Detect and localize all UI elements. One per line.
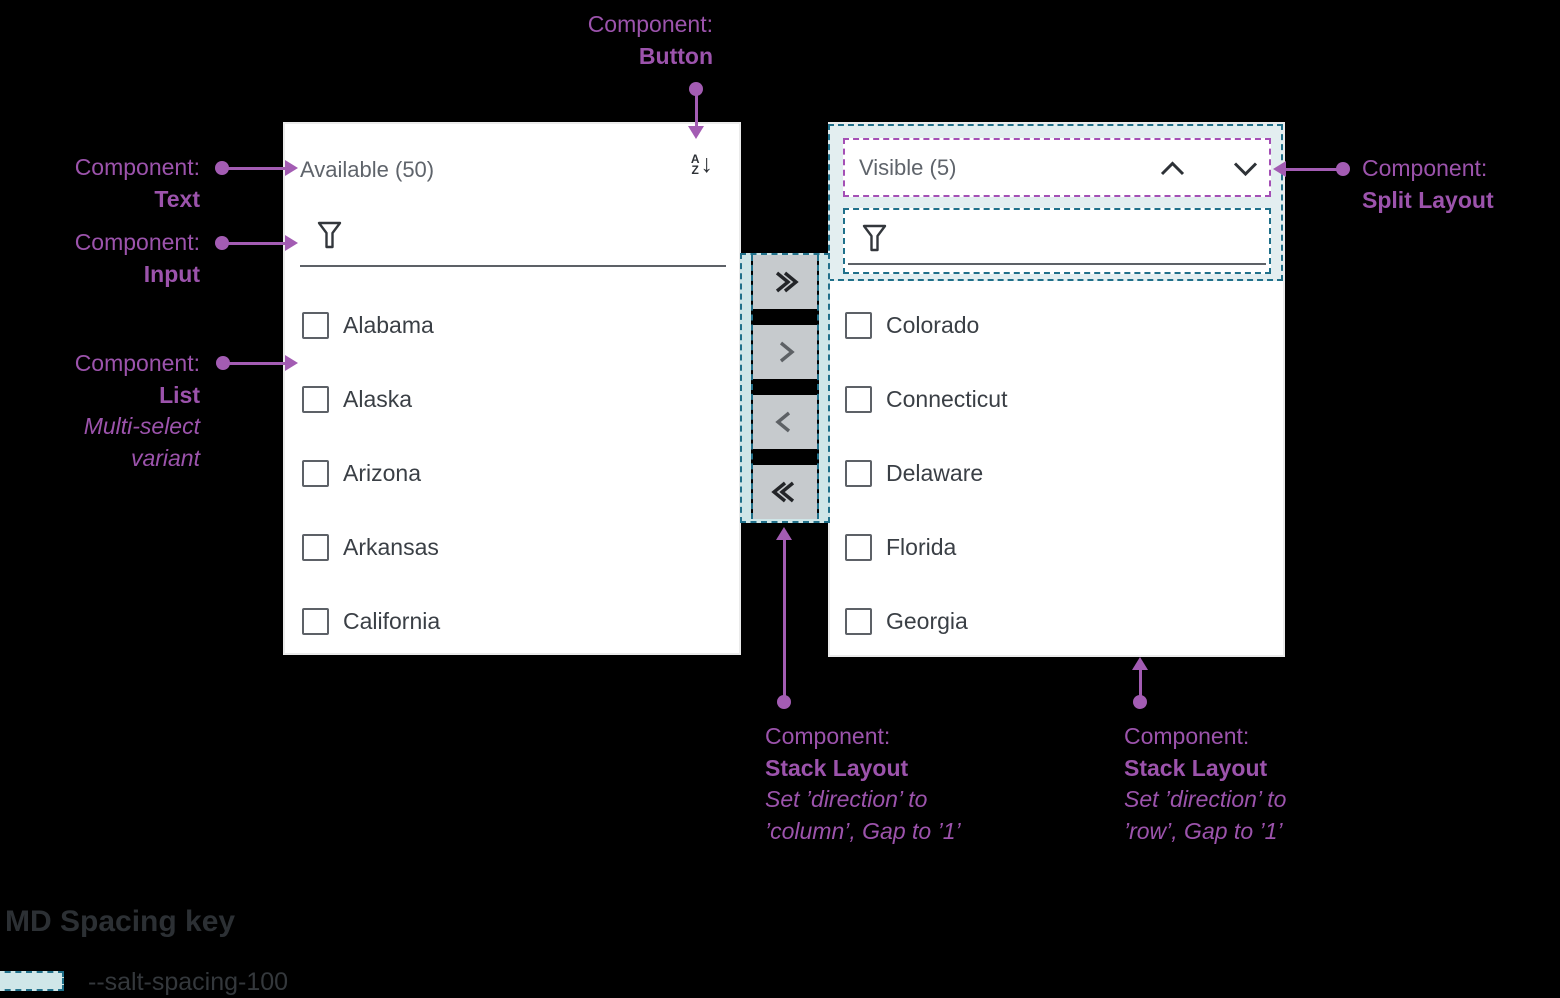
annotation-input: Component: Input (74, 229, 200, 287)
arrow-dot (1133, 695, 1147, 709)
list-item-label: Arizona (343, 460, 421, 486)
list-item-label: Arkansas (343, 534, 439, 560)
list-item[interactable]: California (302, 606, 440, 636)
checkbox[interactable] (845, 311, 872, 339)
move-right-button[interactable] (753, 325, 817, 379)
move-down-button[interactable] (1225, 150, 1265, 186)
available-list-panel: Available (50) A Z ↓ Alabama Alaska (283, 122, 741, 655)
move-all-left-button[interactable] (753, 465, 817, 519)
sort-az-button[interactable]: A Z ↓ (691, 152, 713, 177)
annotation-list: Component: List Multi-select variant (74, 350, 200, 471)
arrow-head (285, 355, 298, 371)
list-item[interactable]: Arizona (302, 458, 421, 488)
arrow-line (1286, 168, 1338, 171)
filter-icon (861, 223, 888, 254)
chevron-left-icon (775, 411, 791, 433)
spacing-key-swatch (0, 971, 64, 991)
arrow-line (228, 167, 286, 170)
list-item[interactable]: Alaska (302, 384, 412, 414)
list-item[interactable]: Connecticut (845, 384, 1007, 414)
move-all-right-button[interactable] (753, 255, 817, 309)
arrow-head (776, 527, 792, 540)
annotation-button: Component: Button (587, 11, 713, 69)
input-underline (848, 263, 1266, 265)
arrow-dot (215, 161, 229, 175)
checkbox[interactable] (302, 533, 329, 561)
double-chevron-right-icon (775, 271, 799, 293)
annotation-stack-column: Component: Stack Layout Set ’direction’ … (765, 723, 961, 844)
arrow-line (229, 362, 286, 365)
list-item[interactable]: Arkansas (302, 532, 439, 562)
checkbox[interactable] (845, 459, 872, 487)
checkbox[interactable] (302, 311, 329, 339)
list-item[interactable]: Georgia (845, 606, 968, 636)
list-item[interactable]: Colorado (845, 310, 979, 340)
sort-az-icon: A Z (690, 151, 700, 177)
arrow-line (228, 242, 286, 245)
arrow-head (285, 160, 298, 176)
checkbox[interactable] (302, 385, 329, 413)
checkbox[interactable] (845, 533, 872, 561)
spacing-key-title: MD Spacing key (5, 905, 236, 938)
checkbox[interactable] (845, 607, 872, 635)
arrow-head (1273, 161, 1286, 177)
split-layout-outline: Visible (5) (843, 138, 1271, 197)
list-item[interactable]: Alabama (302, 310, 434, 340)
arrow-dot (216, 356, 230, 370)
double-chevron-left-icon (771, 481, 795, 503)
filter-input[interactable] (300, 218, 726, 270)
arrow-dot (777, 695, 791, 709)
checkbox[interactable] (302, 607, 329, 635)
annotation-split-layout: Component: Split Layout (1362, 155, 1494, 213)
checkbox[interactable] (845, 385, 872, 413)
list-item-label: Alabama (343, 312, 434, 338)
checkbox[interactable] (302, 459, 329, 487)
available-title: Available (50) (300, 157, 435, 182)
move-left-button[interactable] (753, 395, 817, 449)
arrow-dot (1336, 162, 1350, 176)
arrow-line (695, 94, 698, 127)
move-up-button[interactable] (1152, 150, 1192, 186)
arrow-head (285, 235, 298, 251)
filter-icon (316, 220, 343, 251)
chevron-down-icon (1233, 161, 1257, 176)
spacing-key-token: --salt-spacing-100 (88, 968, 289, 996)
chevron-right-icon (779, 341, 795, 363)
arrow-dot (215, 236, 229, 250)
annotation-text: Component: Text (74, 154, 200, 212)
list-item[interactable]: Delaware (845, 458, 983, 488)
chevron-up-icon (1160, 160, 1184, 175)
list-item-label: Colorado (886, 312, 980, 338)
arrow-line (1139, 669, 1142, 697)
annotation-stack-row: Component: Stack Layout Set ’direction’ … (1124, 723, 1287, 844)
input-underline (300, 265, 726, 267)
list-item-label: Georgia (886, 608, 968, 634)
list-item-label: California (343, 608, 441, 634)
list-item-label: Delaware (886, 460, 984, 486)
list-item-label: Connecticut (886, 386, 1008, 412)
arrow-head (1132, 657, 1148, 670)
visible-title: Visible (5) (859, 155, 957, 180)
list-item[interactable]: Florida (845, 532, 956, 562)
arrow-head (688, 126, 704, 139)
arrow-line (783, 539, 786, 697)
arrow-dot (689, 82, 703, 96)
list-item-label: Florida (886, 534, 957, 560)
list-item-label: Alaska (343, 386, 413, 412)
sort-arrow-down-icon: ↓ (700, 150, 714, 178)
filter-input[interactable] (843, 208, 1271, 274)
